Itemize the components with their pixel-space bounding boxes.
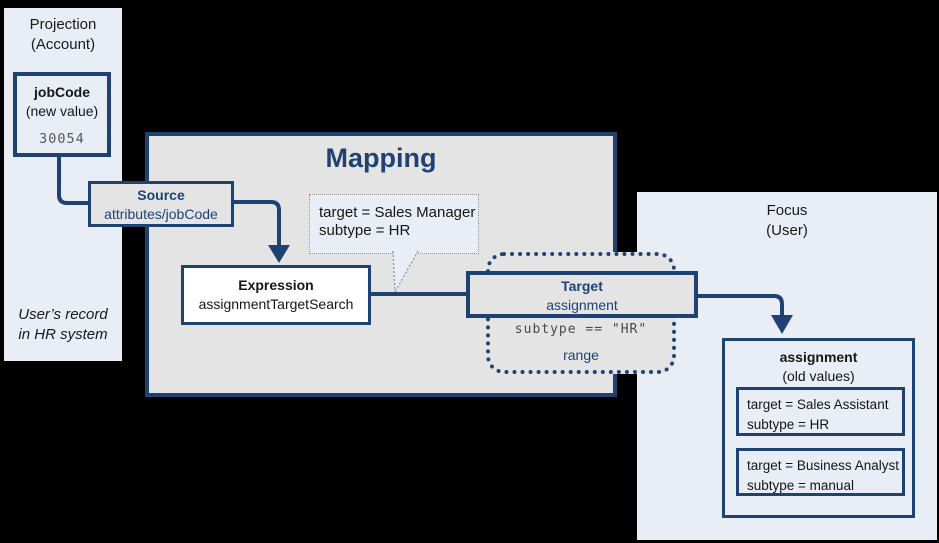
projection-title-line1: Projection (29, 16, 97, 33)
expression-box-title: Expression (238, 277, 314, 293)
bubble-tail (392, 250, 419, 293)
jobcode-box: jobCode (new value) 30054 (13, 72, 111, 157)
jobcode-box-title: jobCode (34, 84, 90, 100)
assignment-entry-1: target = Sales Assistant subtype = HR (736, 387, 905, 436)
bubble-tail-fill (393, 251, 418, 292)
bubble-tail-left-edge (392, 250, 396, 293)
target-box-title: Target (561, 278, 603, 294)
assignment-entry-1-line1: target = Sales Assistant (747, 397, 889, 412)
range-label: range (563, 347, 599, 363)
bubble-line1: target = Sales Manager (319, 204, 476, 221)
assignment-box-subtitle: (old values) (782, 367, 855, 384)
assignment-box-title: assignment (779, 349, 858, 365)
assignment-box: assignment (old values) target = Sales A… (722, 338, 915, 518)
projection-title-line2: (Account) (30, 36, 96, 54)
assignment-entry-1-line2: subtype = HR (747, 416, 830, 432)
hr-record-note-line2: in HR system (18, 325, 108, 343)
hr-record-note: User’s record in HR system (4, 305, 122, 346)
target-box: Target assignment (466, 271, 698, 318)
expression-box-subtitle: assignmentTargetSearch (198, 295, 354, 312)
expression-box: Expression assignmentTargetSearch (181, 265, 371, 325)
focus-title-line2: (User) (766, 222, 808, 240)
jobcode-value: 30054 (39, 130, 85, 147)
source-box-subtitle: attributes/jobCode (104, 205, 218, 222)
assignment-entry-2-line2: subtype = manual (747, 477, 854, 493)
source-box-title: Source (137, 187, 185, 203)
target-box-subtitle: assignment (546, 296, 618, 313)
assignment-entry-2: target = Business Analyst subtype = manu… (736, 448, 905, 496)
source-box: Source attributes/jobCode (88, 181, 234, 227)
projection-panel-title: Projection (Account) (4, 15, 122, 56)
bubble-line2: subtype = HR (319, 222, 411, 239)
jobcode-box-subtitle: (new value) (25, 102, 99, 119)
focus-title-line1: Focus (766, 202, 808, 219)
focus-panel-title: Focus (User) (637, 201, 937, 242)
mapping-result-bubble: target = Sales Manager subtype = HR (309, 194, 479, 254)
mapping-title: Mapping (325, 143, 437, 173)
range-condition: subtype == "HR" (514, 322, 648, 337)
hr-record-note-line1: User’s record (18, 305, 108, 323)
assignment-entry-2-line1: target = Business Analyst (747, 458, 899, 473)
